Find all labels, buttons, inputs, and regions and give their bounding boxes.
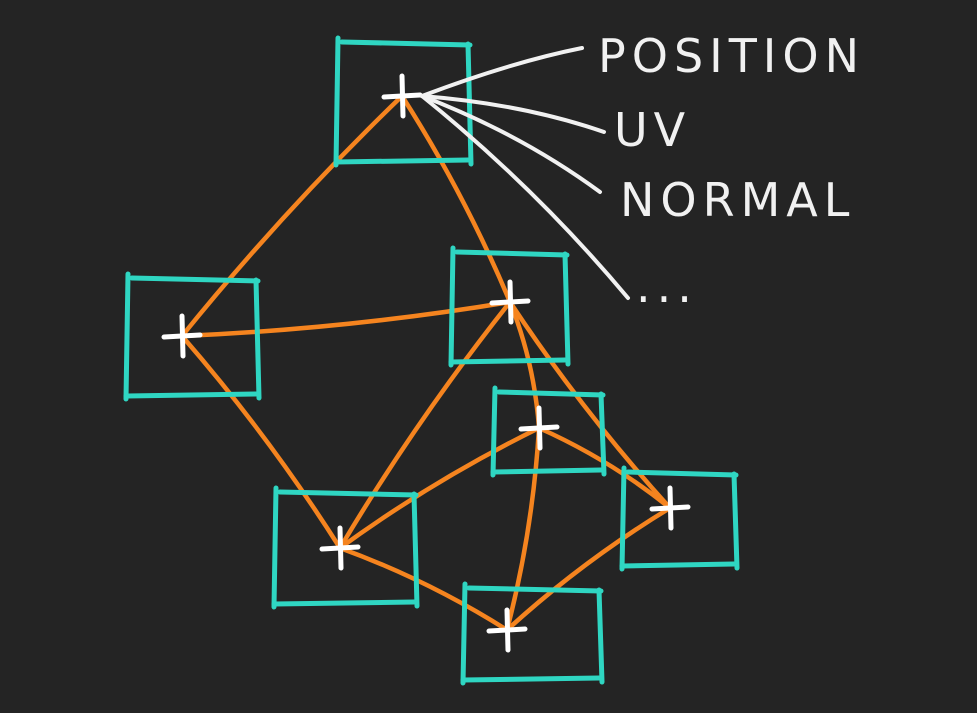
vertex-box	[448, 245, 571, 368]
vertex-plus-marker	[649, 485, 691, 531]
vertex-box	[619, 465, 740, 572]
attribute-connector-line	[420, 94, 606, 134]
attribute-label-position: POSITION	[598, 29, 865, 83]
vertex-boxes-layer	[123, 35, 740, 686]
attribute-connector-line	[420, 94, 602, 194]
edge-line	[504, 425, 542, 633]
vertex-markers-layer	[161, 73, 691, 653]
vertex-box	[333, 35, 474, 168]
edges-layer	[179, 93, 673, 633]
edge-line	[337, 425, 542, 551]
vertex-box	[123, 271, 262, 402]
attribute-connector-line	[420, 94, 630, 300]
vertex-plus-marker	[518, 405, 560, 451]
vertex-plus-marker	[381, 73, 423, 119]
edge-line	[504, 505, 673, 633]
vertex-plus-marker	[161, 313, 203, 359]
vertex-box	[271, 485, 420, 610]
attribute-lines-layer	[420, 46, 630, 300]
edge-line	[536, 425, 673, 511]
edge-line	[399, 93, 513, 305]
edge-line	[337, 299, 513, 551]
edge-line	[337, 545, 510, 633]
vertex-plus-marker	[489, 279, 531, 325]
attribute-label-uv: UV	[614, 103, 691, 157]
vertex-box	[460, 581, 605, 686]
attribute-label-normal: NORMAL	[620, 173, 855, 227]
vertex-box	[490, 385, 607, 478]
vertex-plus-marker	[486, 607, 528, 653]
edge-line	[507, 299, 673, 511]
edge-line	[179, 299, 513, 339]
attribute-connector-line	[420, 46, 584, 98]
edge-line	[179, 93, 405, 339]
attribute-label-more: ...	[636, 259, 698, 313]
vertex-plus-marker	[319, 525, 361, 571]
edge-line	[179, 333, 343, 551]
